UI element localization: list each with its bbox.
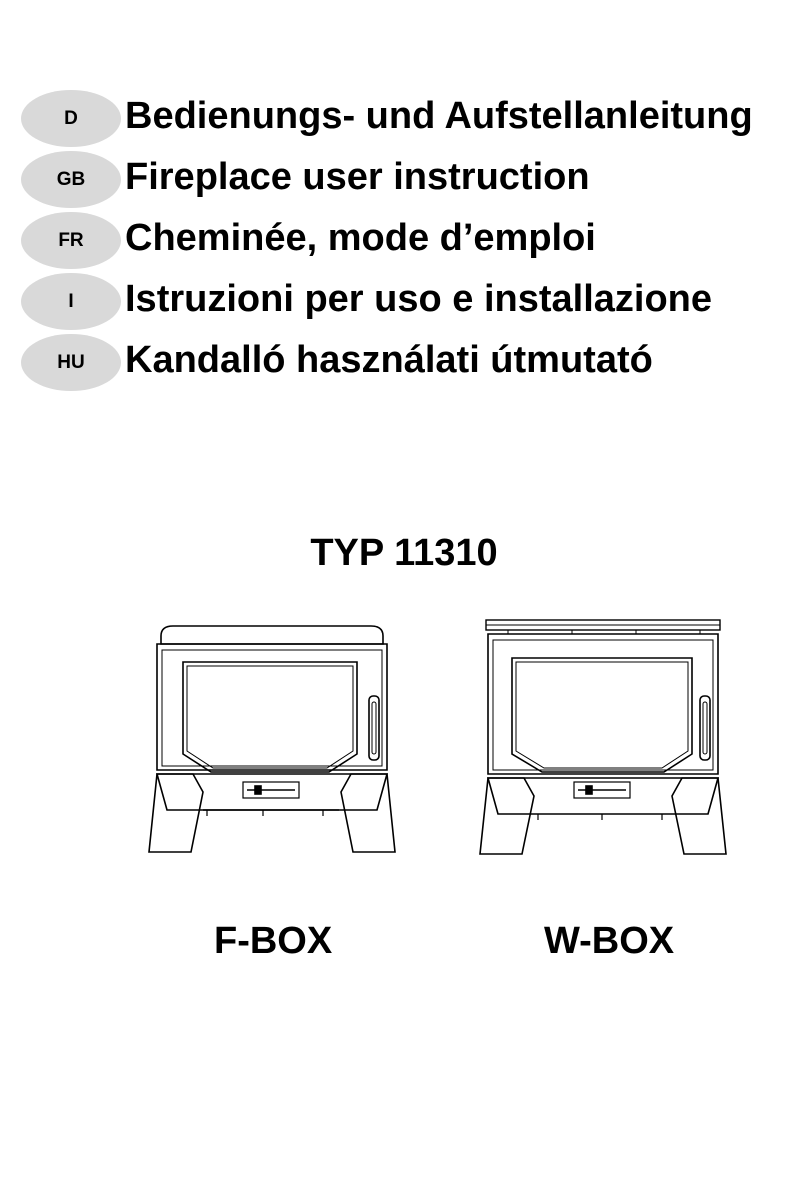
language-row-de: D Bedienungs- und Aufstellanleitung <box>21 86 808 147</box>
stove-w-box-drawing <box>479 619 727 855</box>
language-title: Istruzioni per uso e installazione <box>125 278 712 320</box>
language-title: Kandalló használati útmutató <box>125 339 653 381</box>
language-badge: I <box>21 273 121 330</box>
language-badge: D <box>21 90 121 147</box>
language-row-fr: FR Cheminée, mode d’emploi <box>21 208 808 269</box>
stove-f-box-drawing <box>148 625 396 853</box>
stove-label-f-box: F-BOX <box>214 920 333 962</box>
language-title: Cheminée, mode d’emploi <box>125 217 596 259</box>
language-row-gb: GB Fireplace user instruction <box>21 147 808 208</box>
language-row-it: I Istruzioni per uso e installazione <box>21 269 808 330</box>
language-badge: GB <box>21 151 121 208</box>
model-number: TYP 11310 <box>310 532 498 574</box>
stove-label-w-box: W-BOX <box>544 920 675 962</box>
language-list: D Bedienungs- und Aufstellanleitung GB F… <box>21 86 808 391</box>
language-badge: FR <box>21 212 121 269</box>
language-title: Bedienungs- und Aufstellanleitung <box>125 95 753 137</box>
language-title: Fireplace user instruction <box>125 156 590 198</box>
language-badge: HU <box>21 334 121 391</box>
language-row-hu: HU Kandalló használati útmutató <box>21 330 808 391</box>
